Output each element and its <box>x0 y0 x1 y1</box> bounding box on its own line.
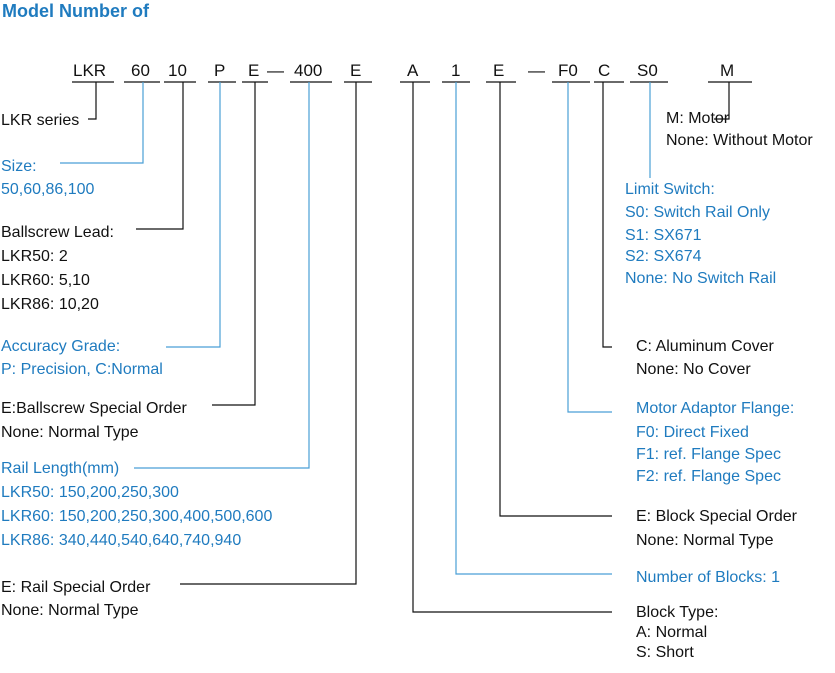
code-blocks: 1 <box>451 61 461 80</box>
code-limit: S0 <box>637 61 658 80</box>
legend-rail-length-heading: Rail Length(mm) <box>1 460 120 477</box>
code-block-special: E <box>493 61 505 80</box>
legend-block-special-line1: E: Block Special Order <box>636 508 797 525</box>
code-motor: M <box>720 61 735 80</box>
legend-motor-line1: M: Motor <box>666 110 730 127</box>
legend-flange-line2: F1: ref. Flange Spec <box>636 446 781 463</box>
legend-lead-line3: LKR86: 10,20 <box>1 296 99 313</box>
legend-ballscrew-special-line1: E:Ballscrew Special Order <box>1 400 187 417</box>
legend-rail-length-line3: LKR86: 340,440,540,640,740,940 <box>1 532 242 549</box>
legend-ballscrew-special-line2: None: Normal Type <box>1 424 139 441</box>
code-rail-special: E <box>350 61 362 80</box>
legend-size-heading: Size: <box>1 158 37 175</box>
legend-flange-line1: F0: Direct Fixed <box>636 424 749 441</box>
legend-lead-line1: LKR50: 2 <box>1 248 68 265</box>
legend-limit-line3: S2: SX674 <box>625 248 702 265</box>
legend-limit-heading: Limit Switch: <box>625 181 715 198</box>
legend-rail-special-line2: None: Normal Type <box>1 602 139 619</box>
legend-limit-line4: None: No Switch Rail <box>625 270 777 287</box>
legend-block-special-line2: None: Normal Type <box>636 532 774 549</box>
code-accuracy: P <box>214 61 226 80</box>
code-dash-2: — <box>528 61 545 80</box>
legend-block-type-heading: Block Type: <box>636 604 719 621</box>
legend-lead-line2: LKR60: 5,10 <box>1 272 90 289</box>
legend-series: LKR series <box>1 112 80 129</box>
legend-accuracy-values: P: Precision, C:Normal <box>1 361 163 378</box>
legend-block-type-line2: S: Short <box>636 644 694 661</box>
legend-lead-heading: Ballscrew Lead: <box>1 224 114 241</box>
code-flange: F0 <box>558 61 578 80</box>
code-lead: 10 <box>168 61 187 80</box>
legend-flange-heading: Motor Adaptor Flange: <box>636 400 795 417</box>
page-title: Model Number of <box>2 1 149 21</box>
code-rail-length: 400 <box>294 61 323 80</box>
code-ballscrew-special: E <box>248 61 260 80</box>
legend-blocks: Number of Blocks: 1 <box>636 569 781 586</box>
legend-cover-line1: C: Aluminum Cover <box>636 338 774 355</box>
legend-block-type-line1: A: Normal <box>636 624 708 641</box>
legend-cover-line2: None: No Cover <box>636 361 751 378</box>
legend-rail-special-line1: E: Rail Special Order <box>1 579 151 596</box>
legend-limit-line2: S1: SX671 <box>625 227 702 244</box>
legend-size-values: 50,60,86,100 <box>1 181 95 198</box>
legend-rail-length-line2: LKR60: 150,200,250,300,400,500,600 <box>1 508 273 525</box>
legend-flange-line3: F2: ref. Flange Spec <box>636 468 781 485</box>
code-block-type: A <box>407 61 419 80</box>
code-series: LKR <box>73 61 107 80</box>
legend-motor-line2: None: Without Motor <box>666 132 813 149</box>
code-size: 60 <box>131 61 150 80</box>
legend-rail-length-line1: LKR50: 150,200,250,300 <box>1 484 179 501</box>
code-cover: C <box>598 61 611 80</box>
legend-limit-line1: S0: Switch Rail Only <box>625 204 770 221</box>
code-dash-1: — <box>267 61 284 80</box>
legend-accuracy-heading: Accuracy Grade: <box>1 338 121 355</box>
